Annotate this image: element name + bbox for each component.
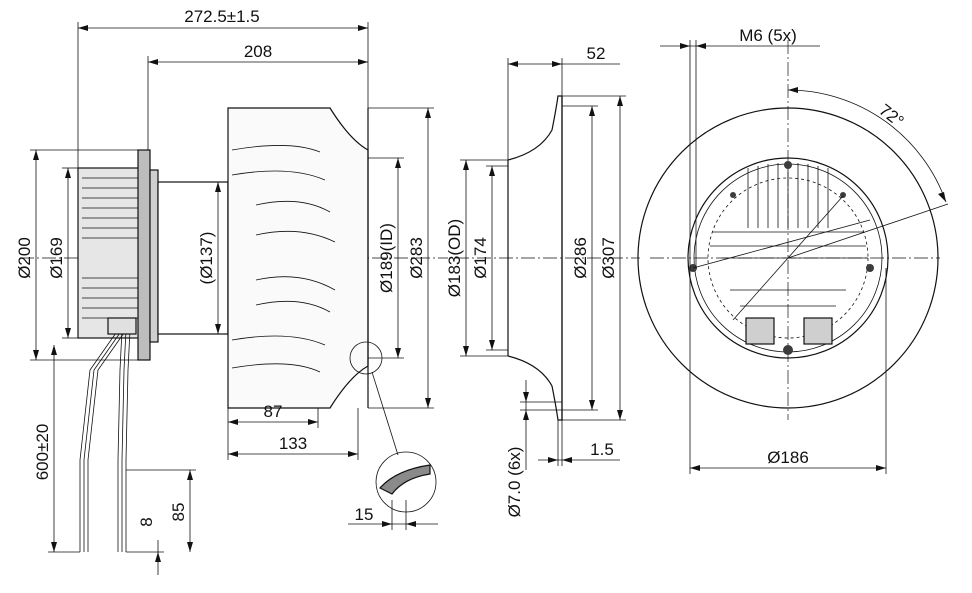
impeller-hub	[157, 181, 229, 335]
motor-fins	[710, 162, 868, 307]
dim-housing-dia: Ø200	[15, 237, 34, 279]
inlet-ring-view: 52 Ø183(OD) Ø174 Ø286 Ø307	[445, 44, 640, 517]
motor-flange	[137, 149, 151, 361]
rotor-plate	[149, 169, 159, 343]
detail-leader	[371, 371, 399, 456]
dim-blade-depth: 87	[264, 402, 283, 421]
dim-impeller-dia: Ø283	[407, 237, 426, 279]
detail-profile	[379, 464, 431, 495]
motor-outline	[687, 157, 889, 359]
dim-blade-total: 133	[279, 434, 307, 453]
motor-housing	[77, 167, 149, 339]
dim-overall-length: 272.5±1.5	[184, 7, 260, 26]
dim-angle: 72°	[875, 100, 907, 131]
dim-threads: M6 (5x)	[739, 26, 797, 45]
mount-hole-3	[784, 161, 792, 169]
gland-right	[803, 317, 833, 345]
dim-holes: Ø7.0 (6x)	[505, 447, 524, 518]
mount-hole-4	[730, 192, 736, 198]
dim-hub-dia: (Ø137)	[197, 232, 216, 285]
mount-hole-5	[840, 192, 846, 198]
dim-detail-size: 15	[355, 505, 374, 524]
dim-impeller-length: 208	[244, 42, 272, 61]
side-view: 272.5±1.5 208 Ø200 Ø169 (Ø137) Ø189(ID)	[15, 7, 448, 575]
outer-ring	[637, 107, 939, 409]
angle-arc	[787, 89, 947, 203]
gland-left	[745, 317, 775, 345]
cable-bundle	[79, 317, 137, 552]
dim-bolt-circle: Ø186	[767, 448, 809, 467]
dim-flange-dia: Ø169	[47, 237, 66, 279]
dim-inlet-id: Ø189(ID)	[377, 223, 396, 293]
dim-ring-inner: Ø174	[471, 237, 490, 279]
center-bolt	[783, 345, 793, 355]
impeller-blades	[231, 145, 336, 373]
dim-cable-end: 85	[169, 503, 188, 522]
mount-hole-2	[866, 264, 874, 272]
dim-thickness: 1.5	[590, 440, 614, 459]
cable-gland	[107, 317, 137, 335]
dim-ring-depth: 52	[587, 44, 606, 63]
dim-cable-length: 600±20	[33, 424, 52, 481]
impeller-shroud	[227, 107, 369, 409]
dim-cable-strip: 8	[137, 517, 156, 526]
dim-ring-od: Ø183(OD)	[445, 219, 464, 297]
dim-ring-outer: Ø307	[599, 237, 618, 279]
dim-ring-mid: Ø286	[571, 237, 590, 279]
front-view: M6 (5x) 72° Ø186	[637, 26, 949, 474]
